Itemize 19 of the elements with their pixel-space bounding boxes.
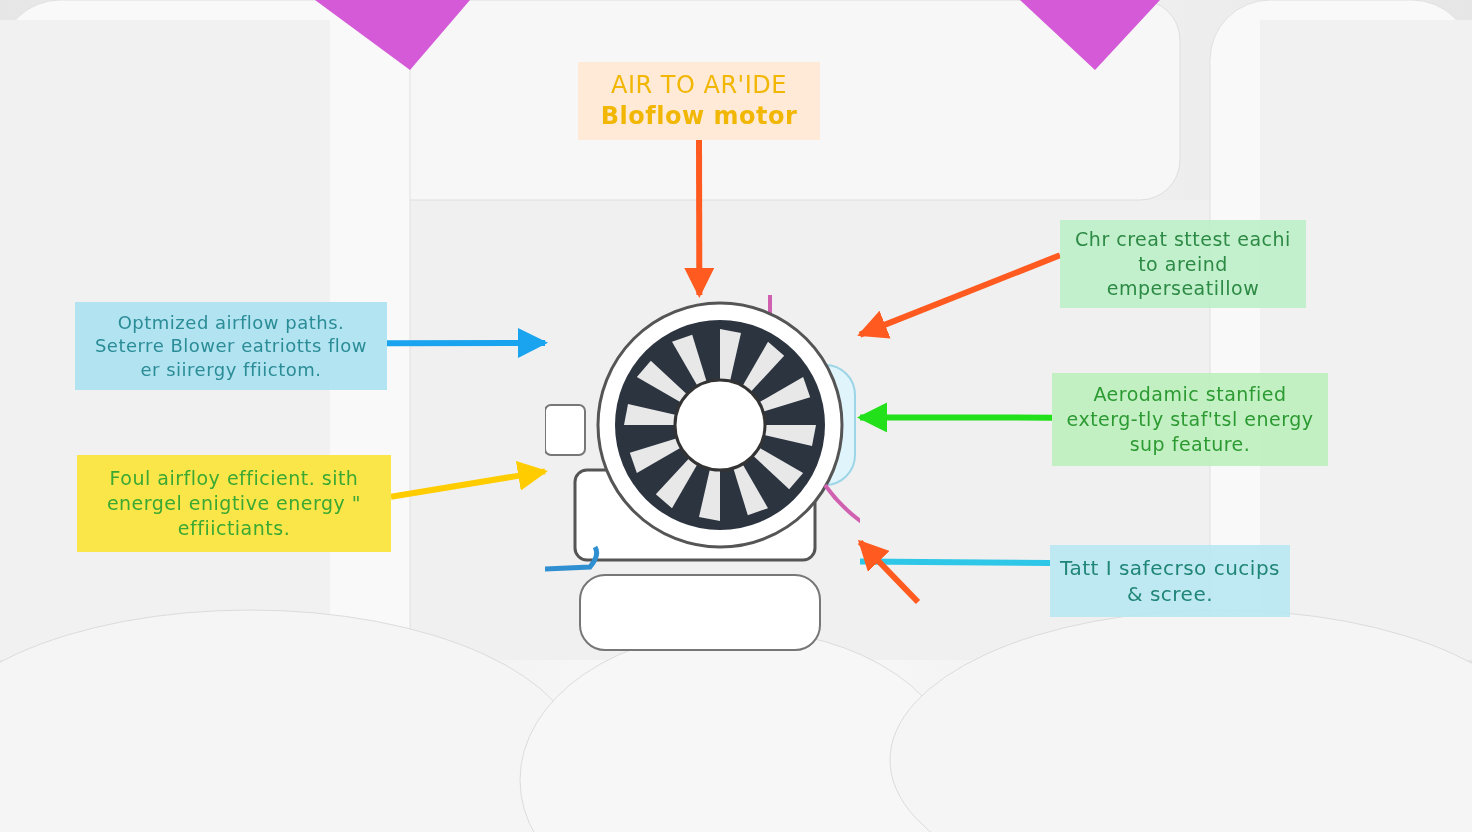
callout-box [75, 302, 387, 390]
arrow [857, 252, 1062, 339]
callout-box [1052, 373, 1328, 466]
arrow [857, 402, 1052, 433]
arrow [390, 461, 548, 500]
callout-box [1050, 545, 1290, 617]
callout-text: Chr creat sttest eachi to areind emperseatillow [1074, 226, 1292, 302]
callout-text: Optmized airflow paths. Seterre Blower eatriotts flow er siirergy ffiictom. [93, 310, 369, 382]
arrow [387, 327, 548, 358]
callout-text: Bloflow motor [600, 101, 798, 132]
callout-text: Foul airfloy efficient. sith energel enigtive energy " effiictiants. [105, 466, 363, 541]
callout-box [77, 455, 391, 552]
arrow [684, 140, 715, 298]
callout-text: Tatt I safecrso cucips & scree. [1058, 555, 1282, 607]
callout-text: Aerodamic stanfied exterg-tly staf'tsl energy sup feature. [1065, 382, 1315, 457]
callout-text: AIR TO AR'IDE [611, 69, 787, 101]
callout-box [578, 62, 820, 140]
arrow [857, 539, 921, 605]
callout-box [1060, 220, 1306, 308]
